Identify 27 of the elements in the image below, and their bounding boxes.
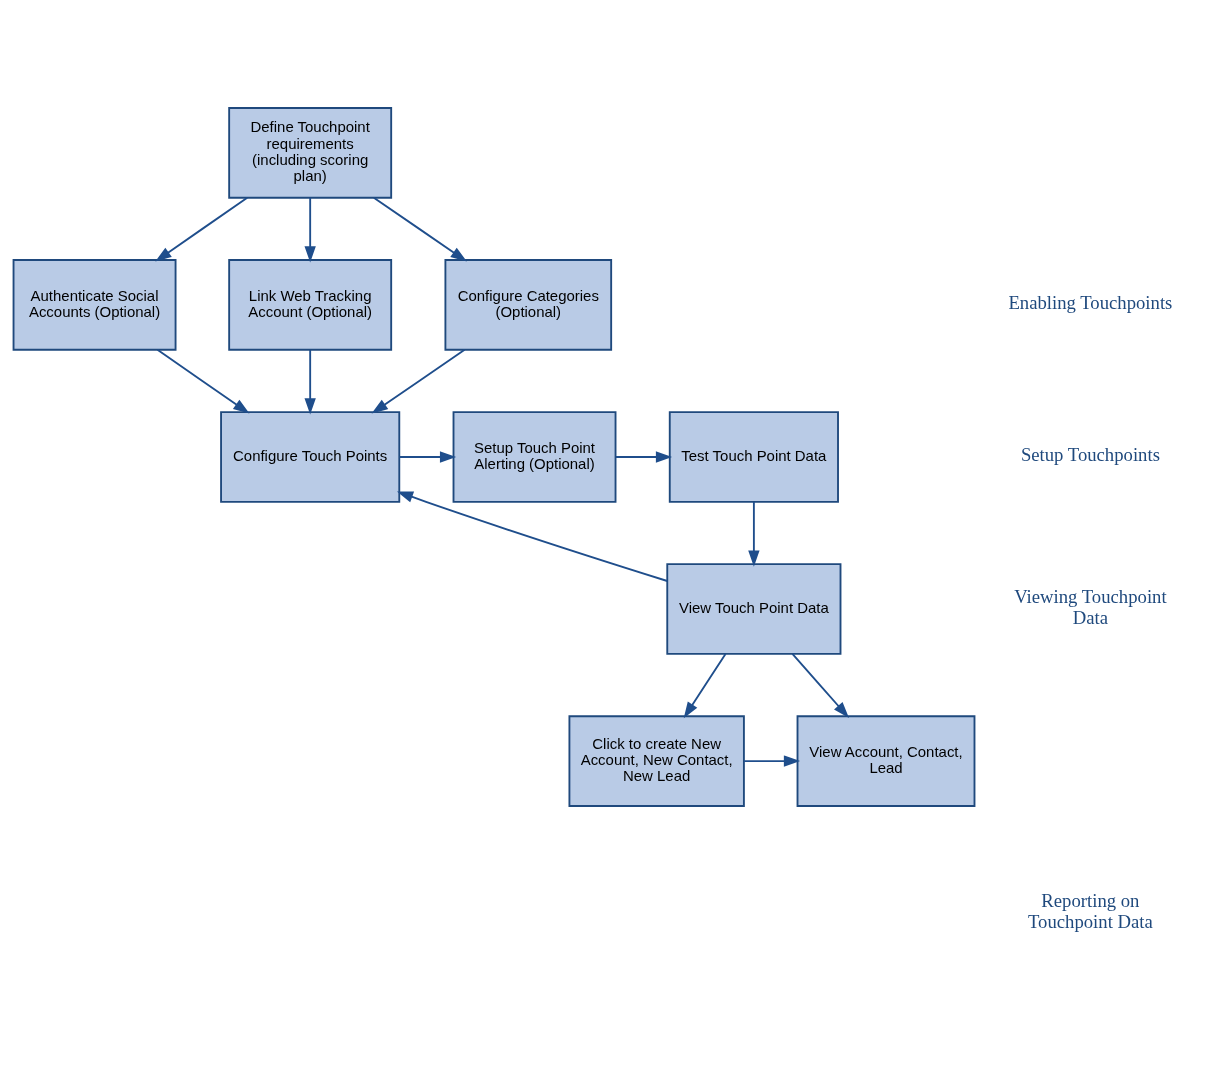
node-box: View Touch Point Data <box>666 563 842 655</box>
arrow <box>396 491 669 582</box>
arrow <box>156 348 250 414</box>
node-text: Setup Touchpoints <box>1020 444 1160 466</box>
node-box: Define Touchpoint requirements (including scoring plan) <box>228 107 393 199</box>
arrow <box>155 196 249 262</box>
arrow <box>615 451 673 463</box>
arrow <box>743 755 801 767</box>
node-box: Click to create New Account, New Contact, New Lead <box>568 715 745 807</box>
node-text: Reporting on Touchpoint Data <box>1028 889 1153 933</box>
arrow <box>371 348 466 414</box>
node-box: Configure Categories (Optional) <box>444 259 613 351</box>
node-box: Configure Touch Points <box>220 411 401 503</box>
arrow <box>304 196 316 263</box>
arrow <box>748 500 760 567</box>
arrow <box>304 348 316 415</box>
node-box: Setup Touch Point Alerting (Optional) <box>452 411 617 503</box>
node-text: Enabling Touchpoints <box>1008 292 1173 314</box>
node-text: Viewing Touchpoint Data <box>1014 585 1167 628</box>
arrow <box>683 653 727 719</box>
node-box: View Account, Contact, Lead <box>796 715 976 807</box>
arrow <box>398 451 457 463</box>
arrow <box>791 653 850 718</box>
arrow <box>372 196 467 262</box>
node-box: Authenticate Social Accounts (Optional) <box>12 259 177 351</box>
node-box: Link Web Tracking Account (Optional) <box>228 259 393 351</box>
node-box: Test Touch Point Data <box>668 411 839 503</box>
